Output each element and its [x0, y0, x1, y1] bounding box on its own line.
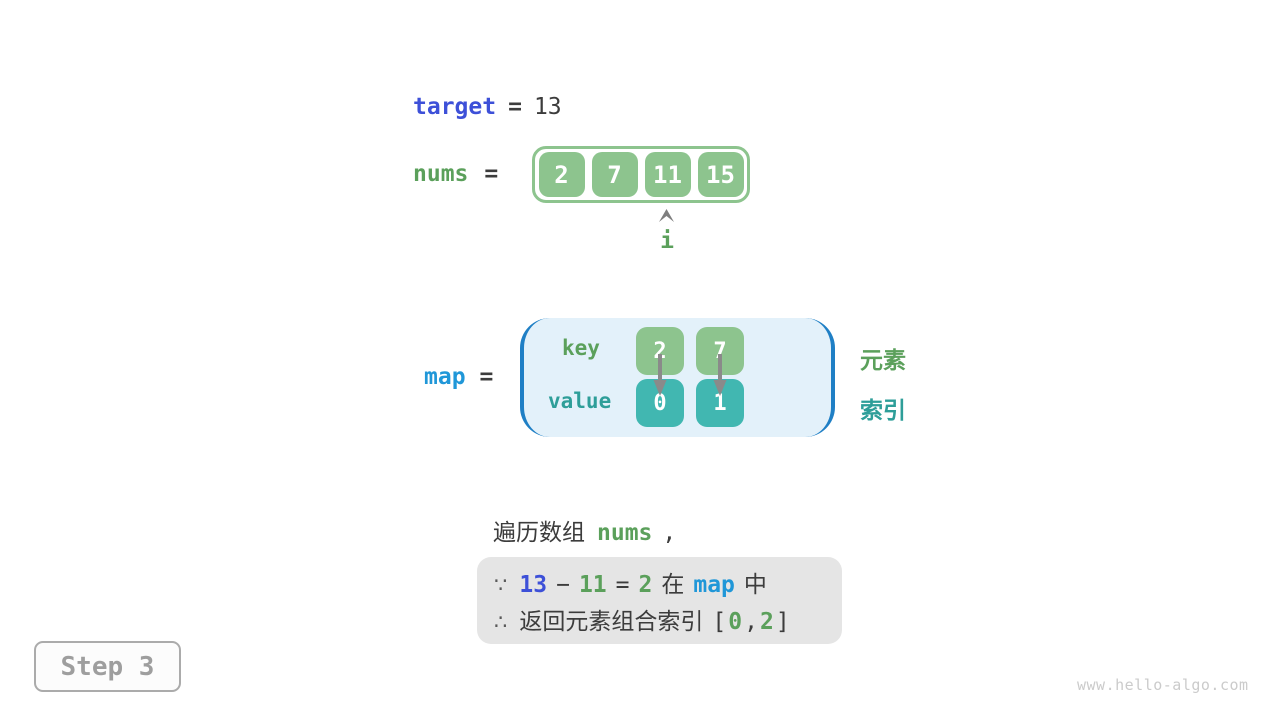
- map-label: map =: [424, 364, 493, 390]
- map-container: key value 2 7 0 1: [520, 318, 835, 437]
- map-equals: =: [479, 364, 494, 390]
- bracket-open: [: [712, 609, 727, 635]
- return-text: 返回元素组合索引: [519, 608, 704, 634]
- deduction-equals: =: [615, 572, 630, 598]
- deduction-line-1: ∵ 13 − 11 = 2 在 map 中: [494, 570, 842, 600]
- array-cell-3: 15: [697, 152, 744, 197]
- deduction-num: 11: [578, 572, 607, 598]
- nums-label: nums =: [413, 161, 498, 187]
- target-equals: =: [508, 94, 522, 120]
- therefore-symbol: ∴: [494, 611, 508, 634]
- watermark: www.hello-algo.com: [1077, 676, 1249, 694]
- because-symbol: ∵: [494, 574, 508, 597]
- array-cell-0: 2: [538, 152, 585, 197]
- nums-variable: nums: [413, 161, 469, 187]
- caption-line: 遍历数组 nums ,: [493, 513, 676, 547]
- target-line: target = 13: [413, 94, 562, 120]
- key-to-value-arrow-icon: [652, 354, 668, 403]
- caption-comma: ,: [662, 520, 677, 546]
- result-index-0: 0: [728, 609, 743, 635]
- minus-sign: −: [556, 572, 570, 598]
- step-badge: Step 3: [34, 641, 181, 692]
- caption-code: nums: [597, 520, 653, 546]
- key-to-value-arrow-icon: [712, 354, 728, 403]
- index-pointer-label: i: [660, 228, 674, 254]
- array-cell-2: 11: [644, 152, 691, 197]
- deduction-result: 2: [638, 572, 653, 598]
- map-value-label: value: [548, 389, 612, 413]
- nums-array: 2 7 11 15: [532, 146, 750, 203]
- index-side-label: 索引: [860, 397, 906, 423]
- map-key-label: key: [562, 336, 600, 360]
- map-value-cell-0: 0: [636, 379, 684, 427]
- map-value-cell-1: 1: [696, 379, 744, 427]
- in-word: 在: [661, 571, 685, 597]
- bracket-close: ]: [775, 609, 790, 635]
- deduction-target: 13: [519, 572, 548, 598]
- caption-text: 遍历数组: [493, 519, 585, 545]
- index-pointer-arrow-icon: [658, 209, 675, 228]
- map-variable: map: [424, 364, 466, 390]
- deduction-box: ∵ 13 − 11 = 2 在 map 中 ∴ 返回元素组合索引 [ 0 , 2…: [477, 557, 842, 644]
- nums-equals: =: [484, 161, 499, 187]
- result-index-1: 2: [759, 609, 774, 635]
- index-comma: ,: [744, 609, 758, 635]
- target-value: 13: [533, 94, 562, 120]
- deduction-suffix: 中: [743, 571, 767, 597]
- target-variable: target: [413, 94, 497, 120]
- deduction-map-word: map: [693, 572, 735, 598]
- deduction-line-2: ∴ 返回元素组合索引 [ 0 , 2 ]: [494, 607, 842, 637]
- element-side-label: 元素: [860, 347, 906, 373]
- array-cell-1: 7: [591, 152, 638, 197]
